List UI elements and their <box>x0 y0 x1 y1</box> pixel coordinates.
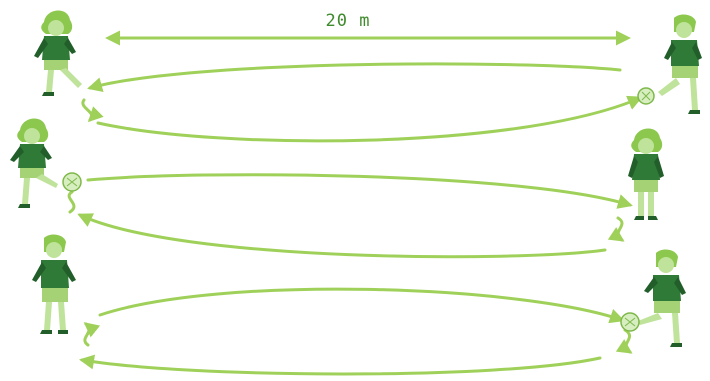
soccer-ball-icon <box>620 312 640 332</box>
pass-path-row1-top <box>87 62 622 92</box>
soccer-player-icon <box>628 128 664 220</box>
pass-path-row2-bottom <box>77 213 607 259</box>
pass-paths <box>67 62 643 376</box>
pass-path-row1-bottom <box>96 95 643 143</box>
player-bottom-right <box>638 249 686 347</box>
soccer-player-icon <box>32 234 76 334</box>
soccer-player-icon <box>10 118 58 208</box>
player-middle-left <box>10 118 58 208</box>
pass-path-row3-bottom <box>79 354 602 376</box>
distance-label: 20 m <box>326 11 371 31</box>
player-middle-right <box>628 128 664 220</box>
pass-path-row3-top <box>98 287 625 324</box>
soccer-ball-icon <box>62 172 82 192</box>
soccer-ball-icon <box>637 87 655 105</box>
pass-path-row2-top <box>86 173 633 209</box>
dribble-squiggle-row3-left <box>83 322 101 347</box>
player-bottom-left <box>32 234 76 334</box>
player-top-right <box>658 14 702 114</box>
dribble-squiggle-row1 <box>81 98 104 123</box>
soccer-player-icon <box>34 10 82 96</box>
dribble-squiggle-row2-left <box>67 190 76 214</box>
dribble-squiggle-row3-right <box>615 328 633 354</box>
soccer-player-icon <box>658 14 702 114</box>
soccer-player-icon <box>638 249 686 347</box>
dribble-squiggle-row2-right <box>607 216 625 242</box>
player-top-left <box>34 10 82 96</box>
